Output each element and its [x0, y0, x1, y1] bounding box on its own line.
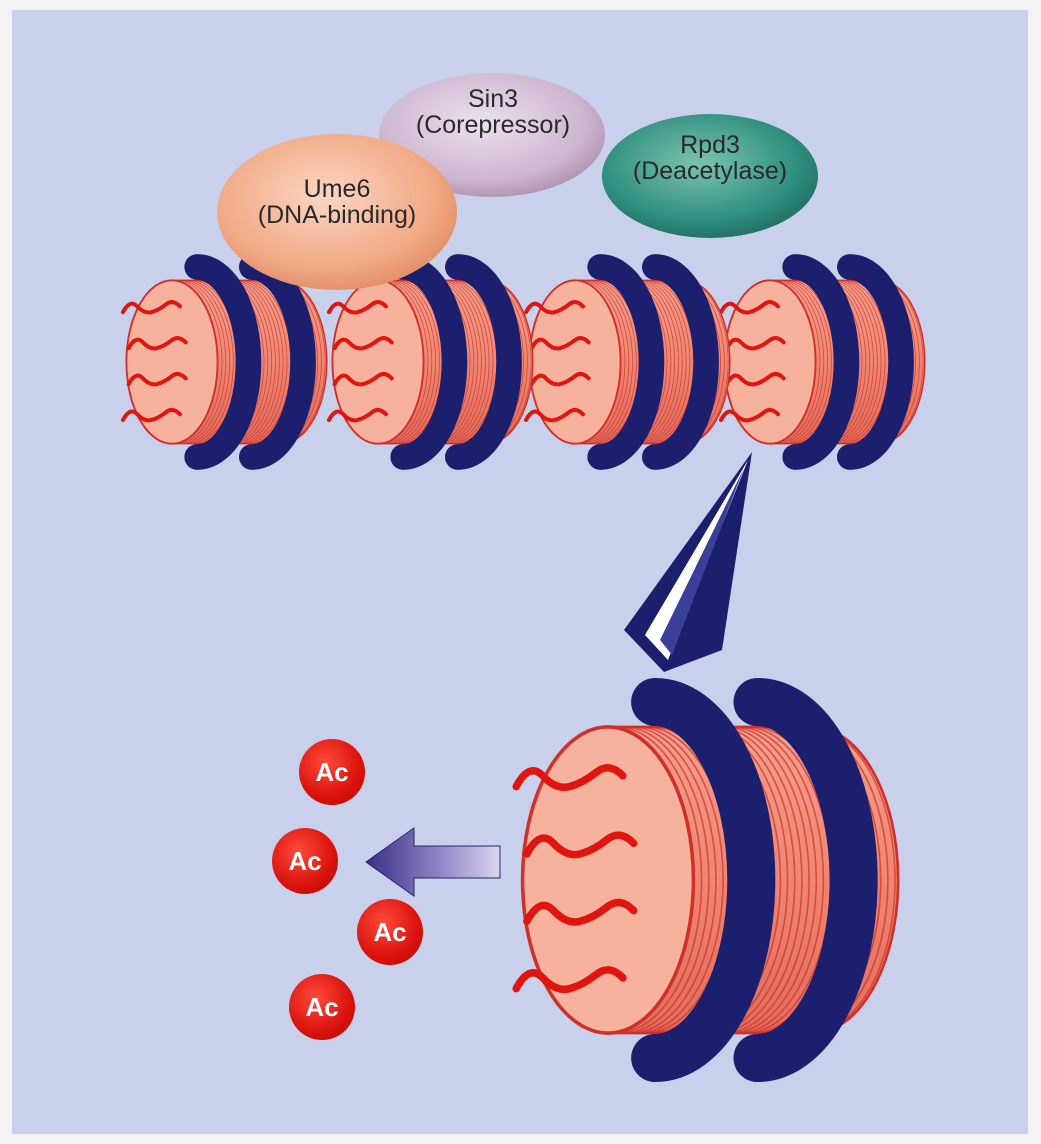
ume6-label: Ume6 (DNA-binding)	[222, 176, 452, 229]
sin3-name: Sin3	[388, 86, 598, 112]
nucleosome	[721, 267, 925, 457]
acetyl-group: Ac	[272, 828, 338, 894]
nucleosome	[526, 267, 730, 457]
sin3-label: Sin3 (Corepressor)	[388, 86, 598, 139]
acetyl-group: Ac	[357, 899, 423, 965]
sin3-role: (Corepressor)	[388, 112, 598, 138]
nucleosome	[516, 702, 898, 1058]
acetyl-group: Ac	[289, 974, 355, 1040]
ume6-role: (DNA-binding)	[222, 202, 452, 228]
rpd3-role: (Deacetylase)	[600, 158, 820, 184]
rpd3-label: Rpd3 (Deacetylase)	[600, 132, 820, 185]
nucleosome-closeup	[516, 702, 898, 1058]
nucleosome	[329, 267, 533, 457]
rpd3-name: Rpd3	[600, 132, 820, 158]
acetyl-group: Ac	[299, 739, 365, 805]
nucleosome	[123, 267, 327, 457]
ume6-name: Ume6	[222, 176, 452, 202]
